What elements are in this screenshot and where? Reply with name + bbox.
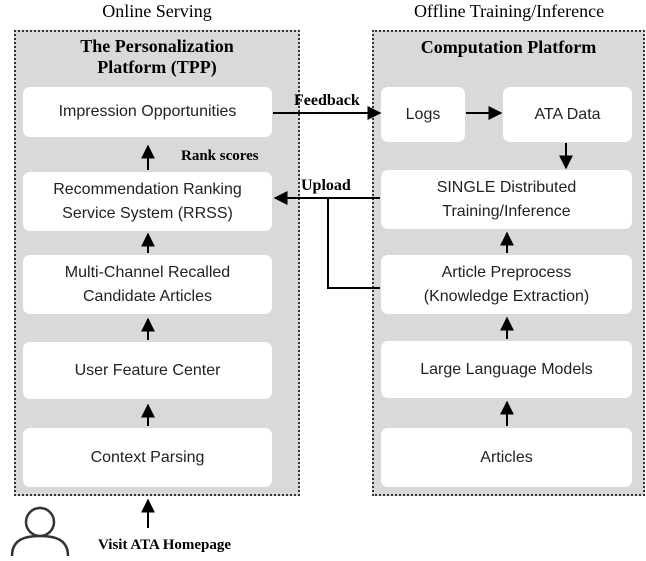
visit-ata-homepage-label: Visit ATA Homepage [98,537,232,553]
rrss-label-line2: Service System (RRSS) [62,204,233,222]
user-icon [10,506,70,557]
llm-label: Large Language Models [420,360,593,378]
article-preprocess-box: Article Preprocess (Knowledge Extraction… [381,255,632,314]
preprocess-label-line1: Article Preprocess [441,263,572,281]
logs-label: Logs [405,105,441,123]
rrss-box: Recommendation Ranking Service System (R… [23,172,272,231]
context-parsing-box: Context Parsing [23,428,272,487]
recalled-label-line2: Candidate Articles [83,287,212,305]
single-training-box: SINGLE Distributed Training/Inference [381,170,632,229]
preprocess-label-line2: (Knowledge Extraction) [423,287,590,305]
logs-box: Logs [381,87,465,142]
user-feature-center-box: User Feature Center [23,342,272,399]
rank-scores-label: Rank scores [181,148,259,164]
single-label-line1: SINGLE Distributed [436,178,577,196]
computation-platform-title: Computation Platform [420,37,597,57]
impression-opportunities-label: Impression Opportunities [58,103,237,120]
feedback-label: Feedback [294,92,360,109]
articles-label: Articles [480,448,533,466]
articles-box: Articles [381,428,632,487]
recalled-label-line1: Multi-Channel Recalled [64,263,231,281]
ata-data-box: ATA Data [503,87,632,142]
tpp-title-line1: The Personalization [80,36,234,56]
online-serving-header: Online Serving [102,1,212,21]
tpp-title-line2: Platform (TPP) [97,57,217,77]
recalled-articles-box: Multi-Channel Recalled Candidate Article… [23,255,272,314]
context-parsing-label: Context Parsing [90,448,205,466]
llm-box: Large Language Models [381,341,632,398]
connector-preprocess-to-upload [327,198,380,289]
impression-opportunities-box: Impression Opportunities [23,87,272,137]
upload-label: Upload [301,177,351,194]
offline-training-header: Offline Training/Inference [413,1,605,21]
rrss-label-line1: Recommendation Ranking [53,180,242,198]
single-label-line2: Training/Inference [442,202,571,220]
ata-data-label: ATA Data [534,105,601,123]
user-feature-center-label: User Feature Center [74,361,221,379]
tpp-panel-title: The Personalization Platform (TPP) [14,36,300,78]
